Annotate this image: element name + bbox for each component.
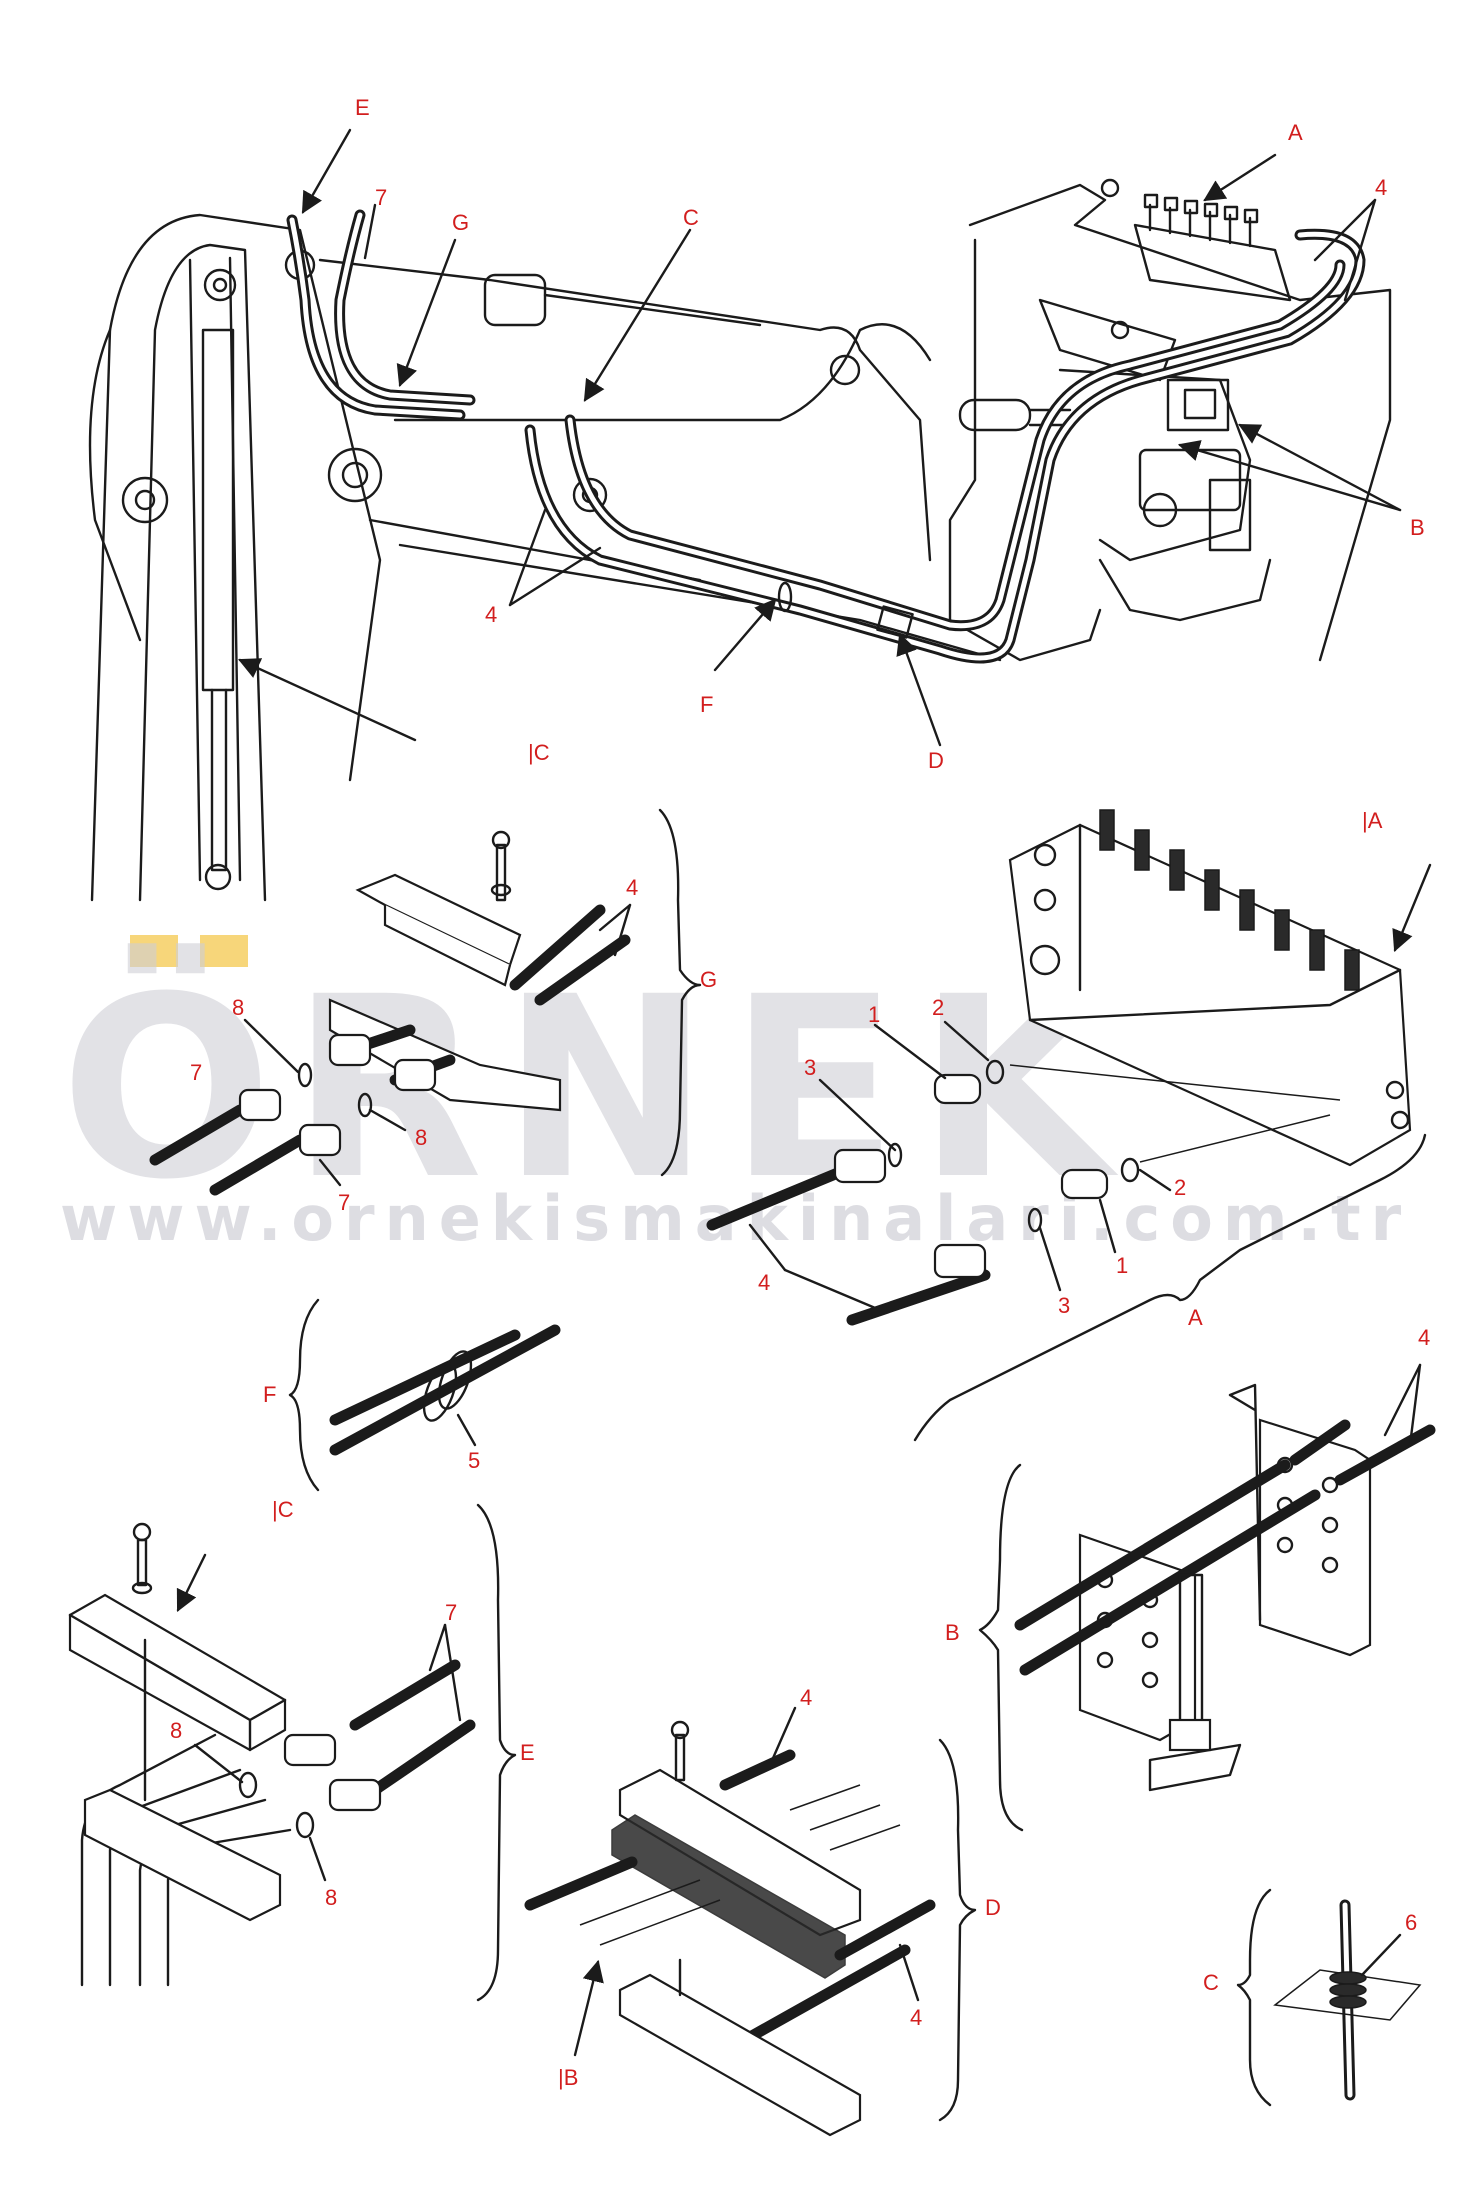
detail-A-brace-label: A — [1188, 1305, 1203, 1330]
detail-D: 4 4 D |B — [524, 1685, 1001, 2137]
detail-A-callout-2-top: 2 — [932, 995, 944, 1020]
detail-F-brace-label: F — [263, 1382, 276, 1407]
detail-D-brace-label: D — [985, 1895, 1001, 1920]
detail-B-brace-label: B — [945, 1620, 960, 1645]
leader-arrows — [238, 128, 1402, 747]
detail-D-hose-rows — [579, 1784, 901, 1946]
callout-B: B — [1410, 515, 1425, 540]
detail-C-callout-6: 6 — [1405, 1910, 1417, 1935]
detail-D-callout-4-top: 4 — [800, 1685, 812, 1710]
watermark-accent-left — [130, 935, 178, 967]
detail-G-callout-8-bottom: 8 — [415, 1125, 427, 1150]
callout-E: E — [355, 95, 370, 120]
detail-A-callout-1-bottom: 1 — [1116, 1253, 1128, 1278]
detail-G-callout-7-bottom: 7 — [338, 1190, 350, 1215]
callout-4-left: 4 — [485, 602, 497, 627]
boom — [318, 258, 1002, 662]
callout-A: A — [1288, 120, 1303, 145]
detail-D-callout-4-bottom: 4 — [910, 2005, 922, 2030]
detail-A-callout-3-top: 3 — [804, 1055, 816, 1080]
watermark-accent-right — [200, 935, 248, 967]
detail-E-callout-8-top: 8 — [170, 1718, 182, 1743]
detail-A-callout-1-top: 1 — [868, 1002, 880, 1027]
detail-A: |A 1 2 3 2 1 3 4 A — [706, 808, 1432, 1442]
callout-C: C — [683, 205, 699, 230]
detail-C: 6 C — [1203, 1888, 1422, 2107]
dipper-arm — [88, 213, 383, 902]
detail-E-ref: |C — [272, 1497, 294, 1522]
detail-E-callout-7: 7 — [445, 1600, 457, 1625]
detail-F-callout-5: 5 — [468, 1448, 480, 1473]
detail-A-callout-4: 4 — [758, 1270, 770, 1295]
detail-A-callout-3-bottom: 3 — [1058, 1293, 1070, 1318]
detail-A-ref: |A — [1362, 808, 1383, 833]
detail-A-callout-2-bottom: 2 — [1174, 1175, 1186, 1200]
detail-G-callout-7-left: 7 — [190, 1060, 202, 1085]
detail-C-brace-label: C — [1203, 1970, 1219, 1995]
detail-F: F 5 — [263, 1298, 561, 1492]
control-valve-block — [1133, 193, 1292, 432]
main-assembly-view: E A 7 G C 4 B 4 F D |C — [88, 95, 1425, 902]
callout-7: 7 — [375, 185, 387, 210]
detail-G-brace-label: G — [700, 967, 717, 992]
callout-G: G — [452, 210, 469, 235]
detail-E: |C 7 8 8 E — [68, 1497, 535, 2002]
callout-ref-C: |C — [528, 740, 550, 765]
hose-bundle — [286, 209, 1366, 664]
callout-4-right: 4 — [1375, 175, 1387, 200]
valve-spools — [1099, 809, 1360, 991]
detail-E-callout-8-bottom: 8 — [325, 1885, 337, 1910]
detail-B: 4 B — [945, 1325, 1436, 1832]
callout-D: D — [928, 748, 944, 773]
detail-B-callout-4: 4 — [1418, 1325, 1430, 1350]
detail-E-brace-label: E — [520, 1740, 535, 1765]
detail-G: 4 8 7 8 7 G — [149, 808, 717, 1215]
detail-D-ref: |B — [558, 2065, 578, 2090]
detail-G-callout-8-top: 8 — [232, 995, 244, 1020]
callout-F: F — [700, 692, 713, 717]
detail-G-callout-4: 4 — [626, 875, 638, 900]
